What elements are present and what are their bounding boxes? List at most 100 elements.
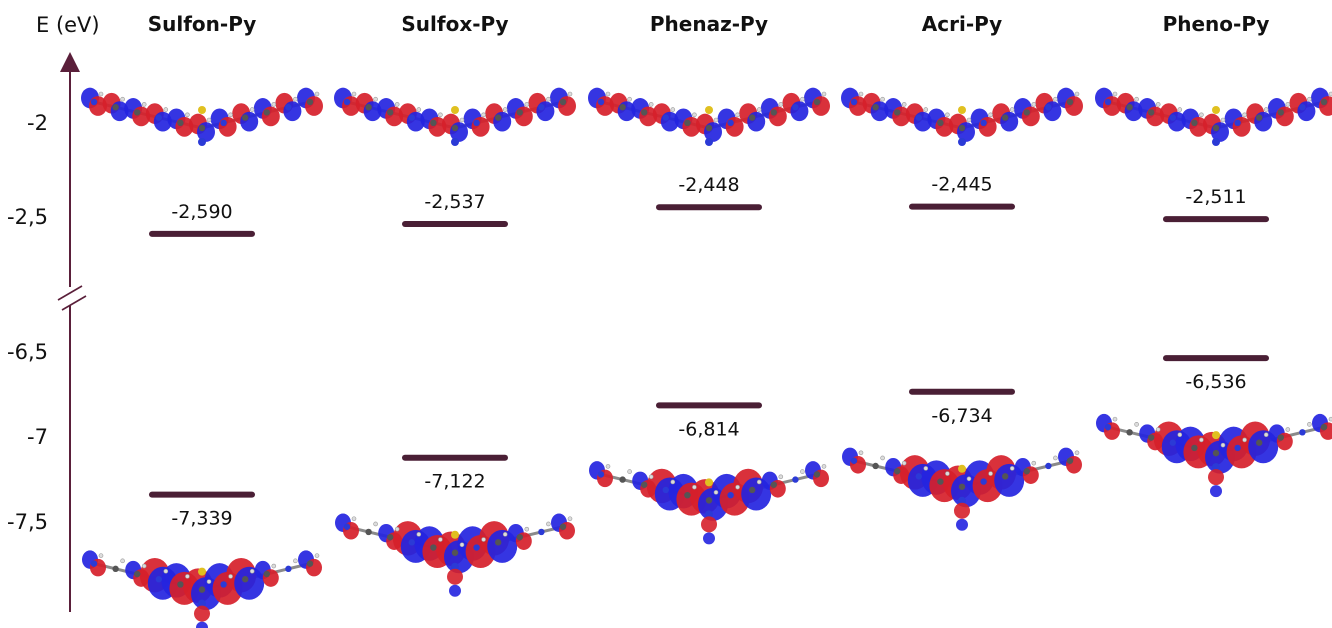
y-tick-labels: -2-2,5-6,5-7-7,5 [7,111,48,534]
atom [285,565,292,573]
homo-value-label: -7,339 [171,508,232,530]
orbital-lobe [1043,101,1062,122]
molecule-orbital-lumo [841,87,1083,146]
hydrogen-atom [627,96,632,102]
atom [134,109,141,116]
atom [1002,473,1009,480]
molecule-column: Sulfon-Py-2,590-7,339 [81,12,323,628]
hydrogen-atom [1134,422,1139,427]
hydrogen-atom [800,469,805,474]
atom [155,576,162,583]
hydrogen-atom [627,469,632,474]
atom [1045,462,1052,470]
nitrogen-atom [958,496,966,505]
hydrogen-atom [293,558,298,564]
molecule-name: Phenaz-Py [650,12,768,36]
orbital-lobe [725,116,744,137]
atom [894,467,901,475]
atom [387,109,394,116]
hydrogen-atom [1074,91,1080,97]
orbital-lobe [194,605,210,622]
center-atom [1212,106,1220,114]
hydrogen-atom [778,474,784,480]
hydrogen-atom [459,117,465,123]
atom [112,104,119,111]
hydrogen-atom [524,526,530,532]
center-atom [958,464,966,473]
molecule-orbital-homo [82,550,322,628]
hydrogen-atom [1242,112,1247,118]
orbital-lobe [449,584,461,597]
atom [1169,114,1177,121]
lumo-value-label: -2,590 [171,201,232,223]
orbital-lobe [1254,111,1273,132]
atom [894,109,901,116]
atom [343,523,351,530]
atom [958,483,966,490]
orbital-lobe [978,116,997,137]
center-atom [705,106,713,114]
hydrogen-atom [1307,96,1312,102]
hydrogen-atom [670,479,676,485]
atom [263,570,270,578]
hydrogen-atom [713,117,719,123]
atom [177,581,184,588]
hydrogen-atom [1220,117,1226,123]
atom [220,119,227,127]
hydrogen-atom [1263,107,1269,112]
atom [90,560,98,567]
hydrogen-atom [988,471,993,476]
nitrogen-atom [1212,138,1220,146]
atom [220,581,227,588]
hydrogen-atom [756,479,762,485]
atom [1277,434,1285,441]
hydrogen-atom [880,455,885,461]
atom [1256,114,1263,121]
orbital-lobe [196,621,208,628]
orbital-lobe [261,106,280,127]
hydrogen-atom [800,96,805,102]
atom [516,109,523,116]
atom [430,119,437,127]
molecule-column: Acri-Py-2,445-6,734 [841,12,1083,531]
axis-break-mark-2 [61,295,87,311]
hydrogen-atom [163,568,169,574]
hydrogen-atom [735,112,740,118]
y-axis-label: E (eV) [36,13,100,37]
atom [684,491,691,499]
hydrogen-atom [692,112,697,118]
molecule-orbital-lumo [81,87,323,146]
hydrogen-atom [1074,450,1080,456]
hydrogen-atom [988,112,993,118]
molecule-name: Sulfox-Py [401,12,508,36]
hydrogen-atom [605,464,611,469]
hydrogen-atom [438,537,443,542]
hydrogen-atom [1155,427,1161,432]
orbital-lobe [1208,469,1224,486]
orbital-lobe [514,106,533,127]
hydrogen-atom [502,532,508,537]
hydrogen-atom [394,526,400,532]
hydrogen-atom [98,553,104,558]
atom [727,119,734,127]
atom [538,104,545,111]
nitrogen-atom [198,138,206,146]
orbital-lobe [768,106,787,127]
hydrogen-atom [901,102,907,107]
atom [770,481,777,488]
atom [1023,109,1030,116]
atom [242,576,249,583]
atom [1002,114,1009,121]
atom [915,114,922,121]
center-atom [958,106,966,114]
atom [559,523,567,530]
atom [495,539,502,546]
nitrogen-atom [705,510,713,519]
hydrogen-atom [185,574,190,579]
atom [597,471,605,478]
homo-value-label: -6,734 [931,405,992,427]
atom [619,104,626,111]
atom [872,462,879,470]
hydrogen-atom [1177,107,1183,112]
